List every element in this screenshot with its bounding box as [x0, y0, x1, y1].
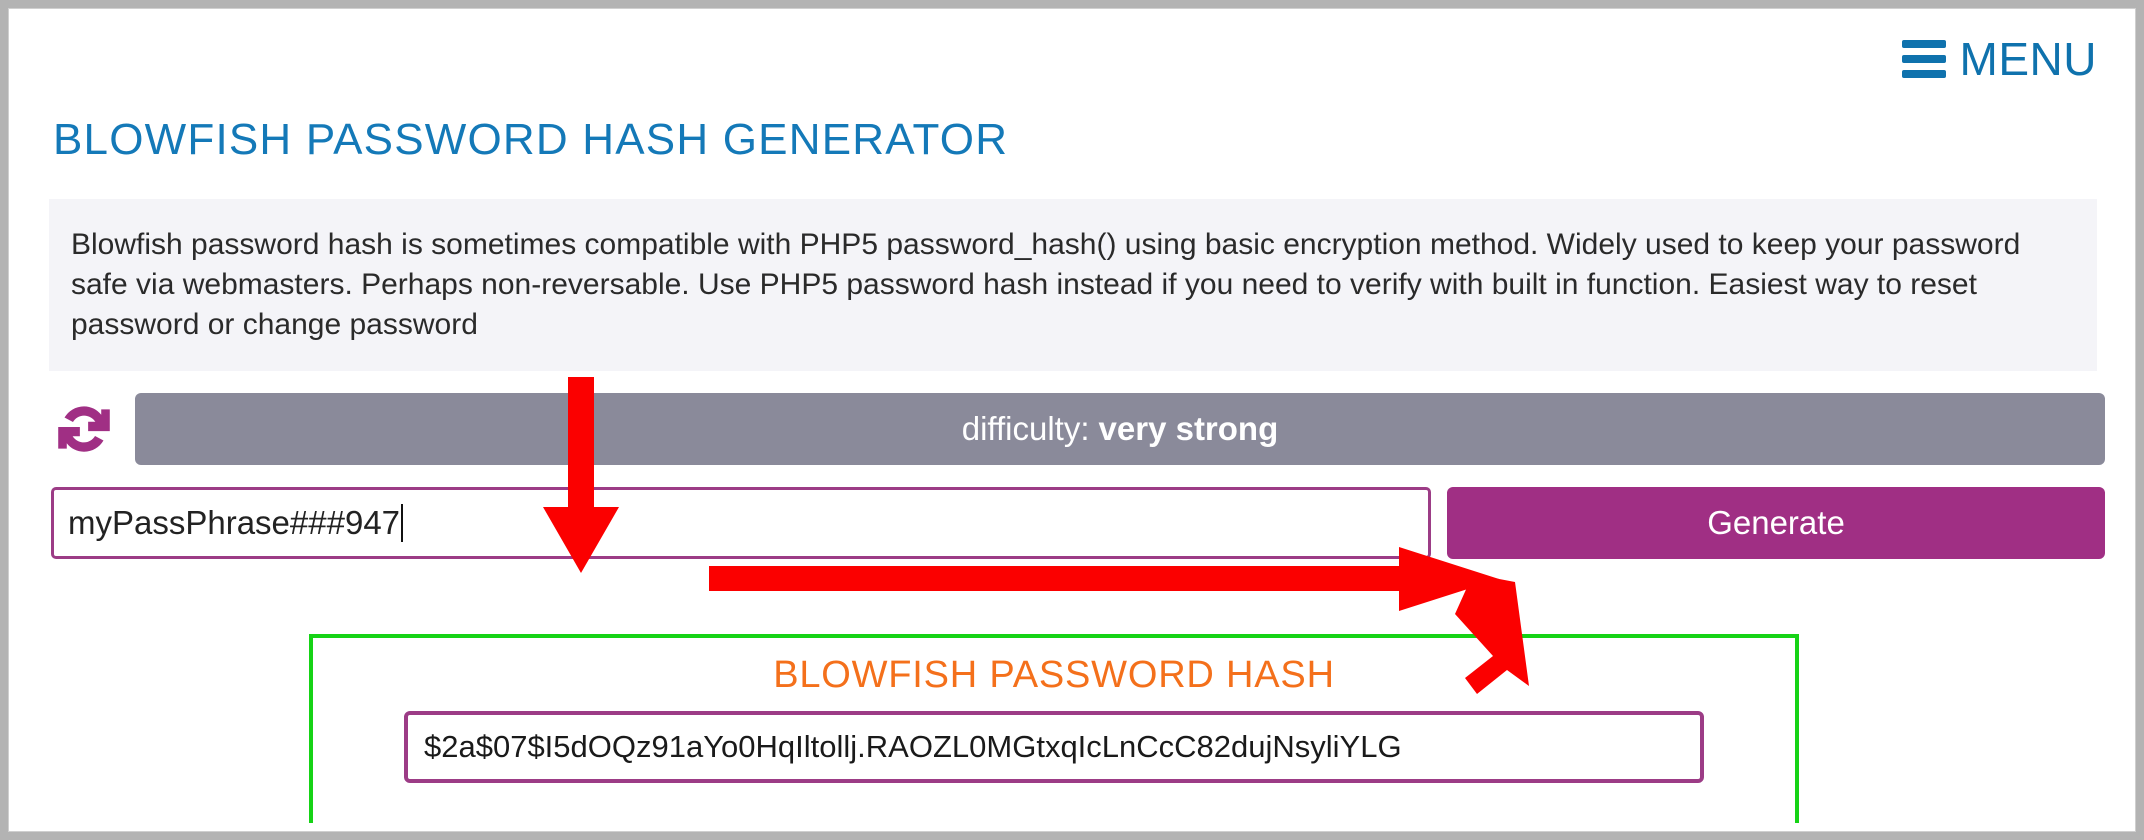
difficulty-row: difficulty: very strong: [49, 392, 2105, 465]
input-row: myPassPhrase###947 Generate: [49, 486, 2105, 559]
password-input[interactable]: myPassPhrase###947: [51, 486, 1431, 559]
menu-button[interactable]: MENU: [1901, 33, 2097, 85]
password-input-value: myPassPhrase###947: [68, 503, 401, 541]
page-title: BLOWFISH PASSWORD HASH GENERATOR: [53, 115, 1009, 164]
site-header: MENU: [49, 9, 2105, 109]
left-rail: [9, 9, 19, 831]
generate-button[interactable]: Generate: [1447, 486, 2105, 559]
result-box: BLOWFISH PASSWORD HASH $2a$07$I5dOQz91aY…: [309, 634, 1799, 829]
hash-output-field[interactable]: $2a$07$I5dOQz91aYo0HqIltollj.RAOZL0MGtxq…: [404, 711, 1704, 783]
page-frame: MENU BLOWFISH PASSWORD HASH GENERATOR Bl…: [8, 8, 2136, 832]
refresh-icon[interactable]: [51, 396, 117, 462]
bottom-strip: [9, 823, 2135, 831]
text-caret: [401, 503, 404, 542]
difficulty-label: difficulty:: [961, 409, 1090, 447]
hash-output-value: $2a$07$I5dOQz91aYo0HqIltollj.RAOZL0MGtxq…: [424, 729, 1402, 764]
difficulty-bar: difficulty: very strong: [135, 392, 2105, 465]
menu-label: MENU: [1959, 33, 2097, 85]
description-panel: Blowfish password hash is sometimes comp…: [49, 199, 2097, 371]
hamburger-icon: [1901, 40, 1946, 78]
difficulty-value: very strong: [1098, 409, 1279, 447]
result-title: BLOWFISH PASSWORD HASH: [773, 654, 1335, 696]
